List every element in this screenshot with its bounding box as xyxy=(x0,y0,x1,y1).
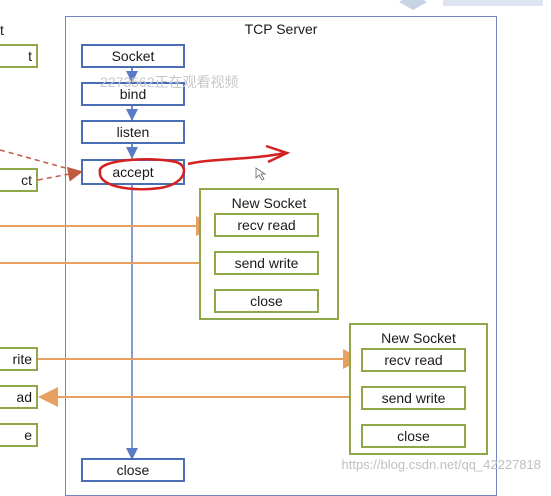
new-socket-2-title: New Socket xyxy=(381,330,456,346)
client-socket-box: t xyxy=(0,44,38,68)
listen-box: listen xyxy=(81,120,185,144)
viewer-watermark: 2273562正在观看视频 xyxy=(100,74,239,90)
new-socket-1-send-box: send write xyxy=(214,251,319,275)
accept-red-arrow-annotation xyxy=(187,151,286,166)
accept-circle-annotation xyxy=(98,157,186,191)
bind-box: bind xyxy=(81,82,185,106)
new-socket-1-title: New Socket xyxy=(231,195,307,211)
client-connect-box: ct xyxy=(0,168,38,192)
mouse-cursor-icon xyxy=(255,167,267,181)
watermark-logo-icon xyxy=(399,0,543,10)
client-title-fragment: t xyxy=(0,22,4,38)
new-socket-2-recv-box: recv read xyxy=(361,348,466,372)
new-socket-2-send-box: send write xyxy=(361,386,466,410)
red-arrow-head-icon xyxy=(265,144,291,164)
client-close-box: e xyxy=(0,423,38,447)
source-watermark: https://blog.csdn.net/qq_42227818 xyxy=(341,457,542,472)
connect-dashed-lower xyxy=(37,166,83,182)
socket-box: Socket xyxy=(81,44,185,68)
client-read-box: ad xyxy=(0,385,38,409)
connect-dashed-upper xyxy=(0,149,81,173)
new-socket-1-recv-box: recv read xyxy=(214,213,319,237)
close-box: close xyxy=(81,458,185,482)
new-socket-1-close-box: close xyxy=(214,289,319,313)
client-write-box: rite xyxy=(0,347,38,371)
tcp-server-title: TCP Server xyxy=(244,21,318,37)
annotation-layer xyxy=(98,144,291,191)
new-socket-2-close-box: close xyxy=(361,424,466,448)
